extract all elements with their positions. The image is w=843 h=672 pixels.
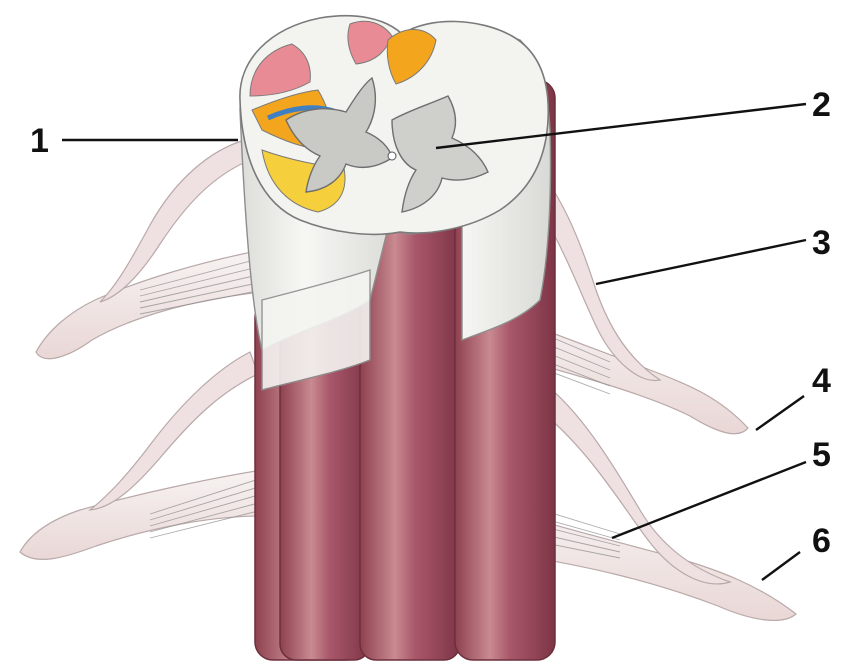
callout-1: 1 — [30, 122, 49, 160]
callout-4: 4 — [812, 362, 831, 400]
cross-section — [240, 16, 548, 235]
leader-line-4 — [756, 396, 804, 430]
lower-left-spinal-nerve — [20, 470, 262, 559]
callout-2: 2 — [812, 86, 831, 124]
callout-6: 6 — [812, 522, 831, 560]
central-canal — [388, 152, 396, 160]
callout-5: 5 — [812, 436, 831, 474]
leader-line-5 — [612, 462, 806, 538]
leader-line-6 — [762, 552, 800, 580]
callout-3: 3 — [812, 224, 831, 262]
upper-left-spinal-nerve — [36, 250, 262, 359]
leader-line-3 — [596, 240, 806, 284]
